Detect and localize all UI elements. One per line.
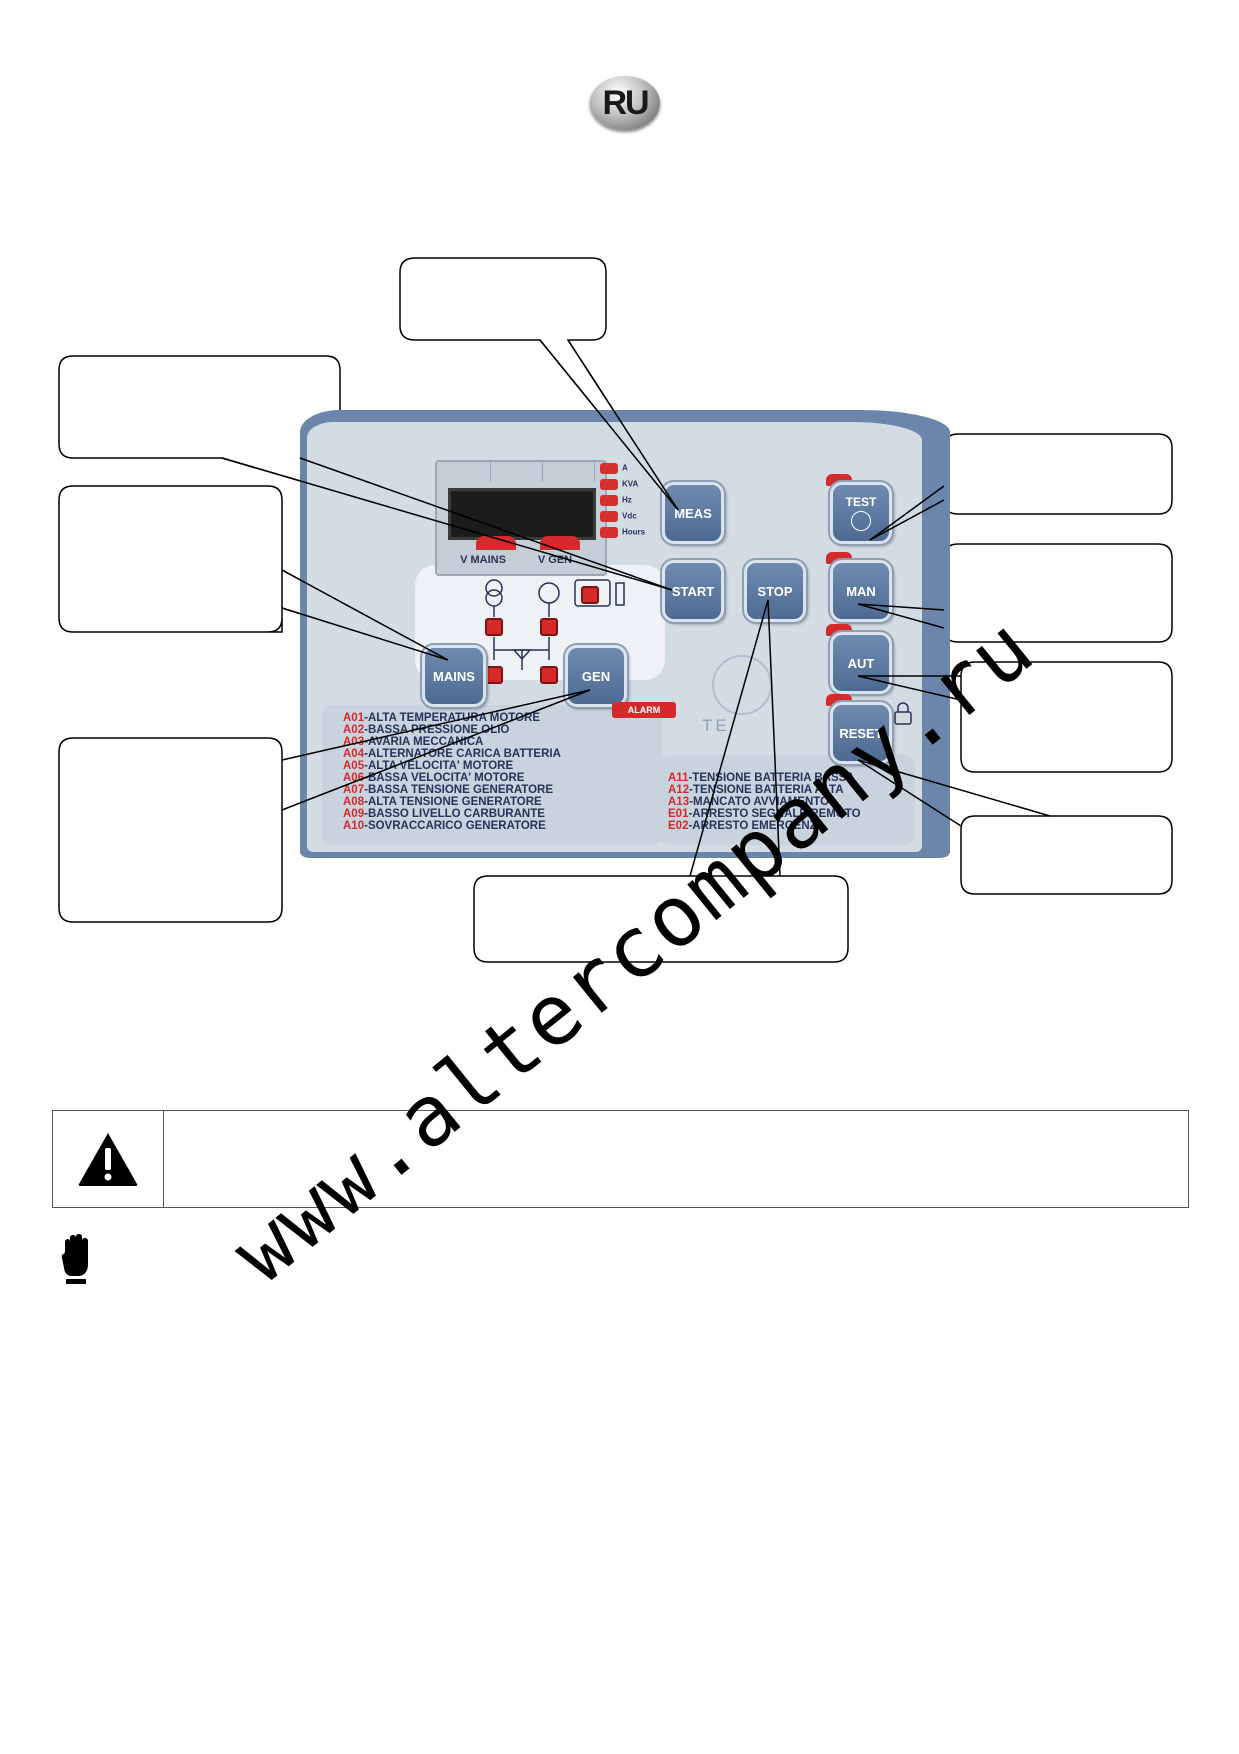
alarm-item: A10-SOVRACCARICO GENERATORE [343, 820, 546, 832]
gen-breaker-led [540, 666, 558, 684]
alarm-item: A07-BASSA TENSIONE GENERATORE [343, 784, 554, 796]
start-button[interactable]: START [660, 558, 726, 624]
alarm-item: A09-BASSO LIVELLO CARBURANTE [343, 808, 545, 820]
meas-led-kva: KVA [600, 479, 650, 493]
alarm-list-right: A11-TENSIONE BATTERIA BASSA A12-TENSIONE… [668, 772, 861, 832]
transformer-icon [485, 579, 503, 597]
alarm-item: A03-AVARIA MECCANICA [343, 736, 484, 748]
meas-button[interactable]: MEAS [660, 480, 726, 546]
alarm-item: A06-BASSA VELOCITA' MOTORE [343, 772, 525, 784]
mains-breaker-led [485, 666, 503, 684]
gen-switch-led [540, 618, 558, 636]
stop-hand-icon [61, 1234, 88, 1284]
alarm-item: A01-ALTA TEMPERATURA MOTORE [343, 712, 541, 724]
meas-led-a: A [600, 463, 650, 477]
callout-gen [58, 737, 283, 923]
stop-button[interactable]: STOP [742, 558, 808, 624]
alarm-item: A08-ALTA TENSIONE GENERATORE [343, 796, 542, 808]
alarm-item: A12-TENSIONE BATTERIA ALTA [668, 784, 844, 796]
alarm-item: E02-ARRESTO EMERGENZA [668, 820, 825, 832]
display-cell [438, 462, 491, 482]
warning-divider [163, 1110, 164, 1207]
callout-stop [473, 875, 849, 963]
alarm-indicator: ALARM [612, 702, 676, 718]
gen-button[interactable]: GEN [563, 643, 629, 709]
display-cell [490, 462, 543, 482]
meas-led-vdc: Vdc [600, 511, 650, 525]
warning-triangle-icon [78, 1133, 138, 1186]
mains-switch-led [485, 618, 503, 636]
alarm-item: A11-TENSIONE BATTERIA BASSA [668, 772, 855, 784]
padlock-icon [894, 702, 912, 725]
language-badge: RU [590, 76, 660, 130]
alarm-list-left: A01-ALTA TEMPERATURA MOTORE A02-BASSA PR… [343, 712, 561, 832]
callout-aut [960, 661, 1173, 773]
mimic-diagram [485, 579, 625, 670]
warning-box [52, 1110, 1189, 1208]
v-gen-label: V GEN [537, 554, 573, 566]
v-mains-label: V MAINS [460, 554, 506, 566]
clock-icon [851, 511, 871, 531]
test-button-label: TEST [845, 495, 877, 509]
alarm-item: E01-ARRESTO SEGNALE REMOTO [668, 808, 861, 820]
reset-button[interactable]: RESET [828, 700, 894, 766]
man-button[interactable]: MAN [828, 558, 894, 624]
meas-led-hours: Hours [600, 527, 650, 541]
brand-logo-text: TE [702, 716, 730, 735]
display-cell [542, 462, 595, 482]
engine-icon [574, 579, 611, 607]
engine-led [581, 586, 599, 604]
meas-led-hz: Hz [600, 495, 650, 509]
alarm-item: A13-MANCATO AVVIAMENTO [668, 796, 830, 808]
v-mains-led [476, 536, 516, 550]
alarm-item: A04-ALTERNATORE CARICA BATTERIA [343, 748, 561, 760]
aut-button[interactable]: AUT [828, 630, 894, 696]
callout-reset [960, 815, 1173, 895]
